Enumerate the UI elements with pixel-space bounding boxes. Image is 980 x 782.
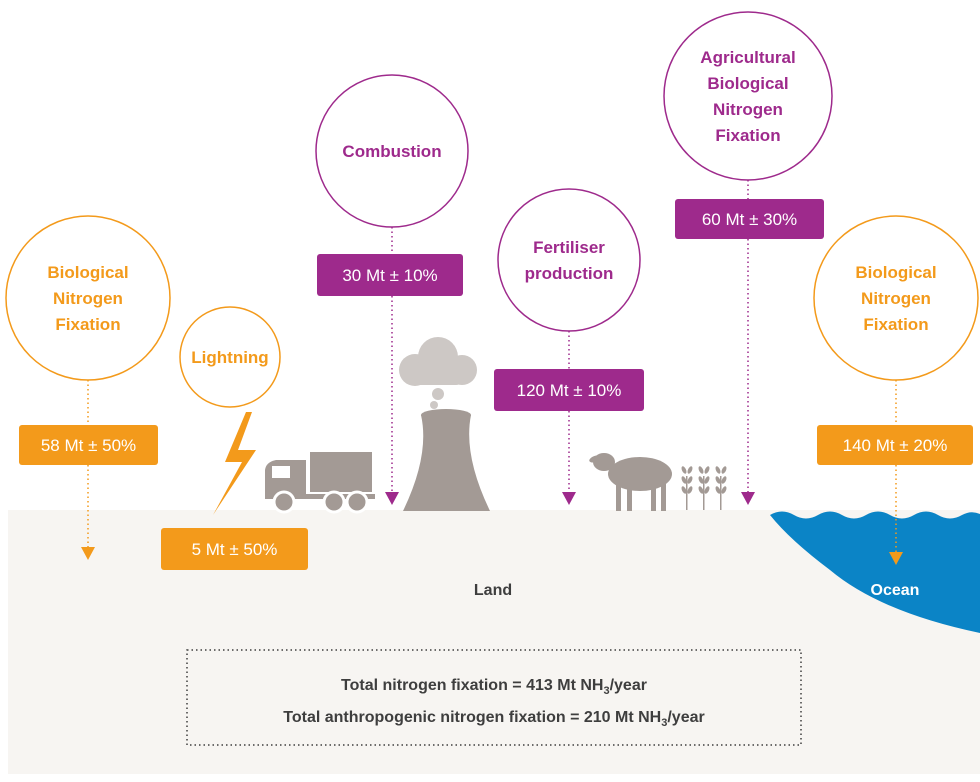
bio-right-label-line: Biological (855, 263, 936, 282)
agricultural-value-box (675, 199, 824, 239)
total-anthropogenic-value: 210 Mt NH (584, 709, 661, 726)
agricultural-label-line: Agricultural (700, 48, 795, 67)
total-anthropogenic-post: /year (667, 709, 704, 726)
source-lightning: Lightning 5 Mt ± 50% (161, 306, 308, 570)
total-fixation-value: 413 Mt NH (526, 677, 603, 694)
bio-left-label-line: Fixation (55, 315, 120, 334)
cloud-icon (399, 337, 477, 409)
agricultural-value: 60 Mt ± 30% (702, 210, 797, 229)
total-fixation-pre: Total nitrogen fixation = (341, 677, 526, 694)
total-fixation-sub: 3 (603, 685, 609, 697)
fertiliser-bubble (497, 188, 641, 332)
lightning-label: Lightning (191, 348, 268, 367)
agricultural-label-line: Fixation (715, 126, 780, 145)
lightning-label-line: Lightning (191, 348, 268, 367)
total-anthropogenic-text: Total anthropogenic nitrogen fixation = … (283, 709, 704, 729)
lightning-bubble (179, 306, 281, 408)
bio-left-value-box (19, 425, 158, 465)
fertiliser-label: Fertiliser production (525, 238, 614, 283)
fertiliser-label-line: production (525, 264, 614, 283)
combustion-value: 30 Mt ± 10% (342, 266, 437, 285)
fertiliser-value: 120 Mt ± 10% (517, 381, 622, 400)
total-anthropogenic-pre: Total anthropogenic nitrogen fixation = (283, 709, 584, 726)
lightning-value: 5 Mt ± 50% (192, 540, 278, 559)
bio-right-arrow-head (889, 552, 903, 565)
sheep-icon (589, 453, 672, 511)
wheat-icon (681, 466, 727, 510)
source-combustion: Combustion 30 Mt ± 10% (315, 74, 469, 505)
total-anthropogenic-sub: 3 (661, 717, 667, 729)
lightning-bolt-icon (213, 412, 256, 515)
ocean-label: Ocean (871, 582, 920, 599)
total-fixation-post: /year (610, 677, 647, 694)
agricultural-label-line: Biological (707, 74, 788, 93)
land-label: Land (474, 582, 512, 599)
bio-right-label-line: Nitrogen (861, 289, 931, 308)
ocean-area (770, 511, 980, 633)
source-fertiliser: Fertiliser production 120 Mt ± 10% (494, 188, 644, 505)
fertiliser-value-box (494, 369, 644, 411)
bio-right-value: 140 Mt ± 20% (843, 436, 948, 455)
bio-right-value-box (817, 425, 973, 465)
truck-icon (265, 452, 375, 514)
combustion-label-line: Combustion (342, 142, 441, 161)
combustion-label: Combustion (342, 142, 441, 161)
bio-left-label-line: Nitrogen (53, 289, 123, 308)
bio-left-value: 58 Mt ± 50% (41, 436, 136, 455)
agricultural-bubble (663, 11, 833, 181)
agricultural-arrow-head (741, 492, 755, 505)
bio-left-label-line: Biological (47, 263, 128, 282)
combustion-value-box (317, 254, 463, 296)
agricultural-label-line: Nitrogen (713, 100, 783, 119)
cooling-tower-icon (403, 409, 490, 511)
lightning-value-box (161, 528, 308, 570)
combustion-arrow-head (385, 492, 399, 505)
fertiliser-arrow-head (562, 492, 576, 505)
totals-box (186, 649, 802, 746)
total-fixation-text: Total nitrogen fixation = 413 Mt NH3/yea… (341, 677, 647, 697)
fertiliser-label-line: Fertiliser (533, 238, 605, 257)
bio-left-arrow-head (81, 547, 95, 560)
bio-right-label-line: Fixation (863, 315, 928, 334)
